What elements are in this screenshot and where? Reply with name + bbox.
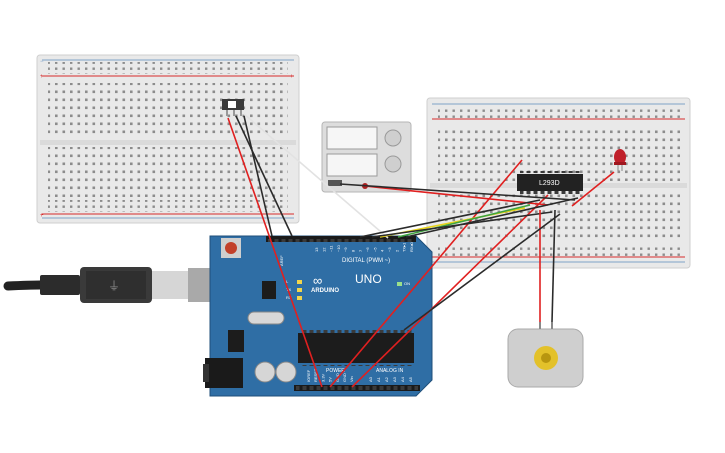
arduino-uno-board[interactable]: AREF DIGITAL (PWM ~) ARDUINO UNO ∞ ON L …: [203, 235, 433, 397]
power-jack[interactable]: [205, 358, 243, 388]
svg-text:+: +: [40, 213, 44, 219]
pin-label: 7: [358, 249, 363, 252]
pin-label: 8: [351, 249, 356, 252]
pin-label: IOREF: [306, 369, 311, 382]
red-led[interactable]: [614, 149, 626, 171]
svg-text:+: +: [40, 74, 44, 80]
pin-label: RX◂0: [409, 241, 414, 252]
rx-label: RX: [286, 295, 292, 300]
wire-black: [403, 213, 561, 331]
pin-label: ~9: [343, 247, 348, 252]
pin-label: 4: [380, 249, 385, 252]
wire-red: [227, 117, 323, 388]
pin-label: A1: [376, 376, 381, 382]
svg-text:−: −: [40, 59, 44, 65]
analog-label: ANALOG IN: [376, 368, 404, 374]
usb-cable[interactable]: ⏚: [3, 267, 240, 303]
pin-label: TX▸1: [402, 242, 407, 252]
on-label: ON: [404, 281, 410, 286]
model-label: UNO: [355, 272, 382, 286]
wire-green: [397, 204, 531, 238]
breadboard-right[interactable]: [426, 97, 691, 269]
wire-red: [364, 185, 549, 206]
svg-text:+: +: [290, 74, 294, 80]
pin-label: ~6: [365, 247, 370, 252]
wire-white: [243, 113, 389, 239]
wire-black: [339, 183, 576, 201]
breadboard-left[interactable]: − + + +: [36, 54, 300, 224]
pin-label: 2: [394, 249, 399, 252]
driver-chip[interactable]: L293D: [517, 171, 583, 194]
pin-label: ~3: [387, 247, 392, 252]
power-label: POWER: [326, 368, 345, 374]
wire-black: [235, 115, 293, 237]
wire-red: [329, 159, 523, 388]
slide-switch[interactable]: [222, 99, 244, 116]
pin-label: ~11: [329, 245, 334, 252]
pin-label: A2: [384, 376, 389, 382]
pin-label: ~5: [372, 247, 377, 252]
battery-pack[interactable]: [321, 121, 412, 193]
usb-symbol-icon: ⏚: [108, 279, 120, 293]
pin-label: ~10: [336, 244, 341, 252]
wire-black: [551, 209, 556, 323]
wires[interactable]: [227, 113, 615, 388]
wire-black: [359, 199, 541, 238]
l-label: L: [286, 279, 289, 284]
wire-red: [571, 171, 615, 207]
pin-label: RESET: [313, 368, 318, 382]
atmega-chip: [298, 333, 414, 363]
arduino-logo-icon: ∞: [313, 273, 322, 288]
pin-label: Vin: [349, 376, 354, 382]
dc-motor[interactable]: [507, 322, 584, 388]
driver-chip-label: L293D: [539, 180, 560, 187]
pin-label: 3.3V: [320, 373, 325, 382]
aref-label: AREF: [279, 255, 284, 266]
pin-label: GND: [342, 373, 347, 382]
pin-label: A3: [392, 376, 397, 382]
pin-label: A5: [408, 376, 413, 382]
digital-label: DIGITAL (PWM ~): [342, 258, 390, 264]
pin-label: 13: [314, 247, 319, 252]
pin-label: 5V: [328, 377, 333, 382]
pin-label: A4: [400, 376, 405, 382]
wire-black: [243, 115, 273, 237]
pin-label: 12: [321, 247, 326, 252]
brand-label: ARDUINO: [311, 288, 339, 294]
pin-label: A0: [368, 376, 373, 382]
wire-red: [351, 194, 549, 388]
wire-black: [405, 197, 579, 238]
